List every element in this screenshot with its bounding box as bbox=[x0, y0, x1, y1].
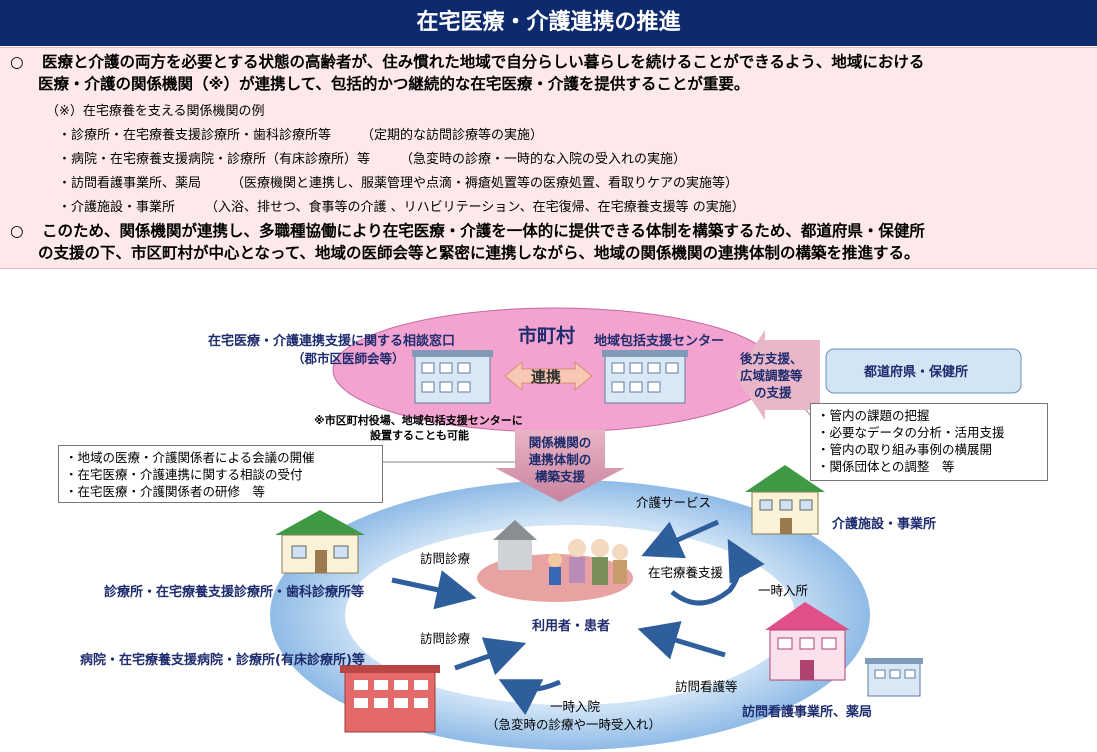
placement-note-2: 設置することも可能 bbox=[370, 429, 469, 442]
prefecture-task: ・管内の課題の把握 bbox=[817, 408, 930, 423]
hospital-label: 病院・在宅療養支援病院・診療所(有床診療所)等 bbox=[80, 653, 365, 668]
renkei-label: 連携 bbox=[531, 368, 562, 386]
support-arrow-text: 後方支援、 広域調整等 の支援 bbox=[740, 350, 803, 401]
example-item: ・訪問看護事業所、薬局 （医療機関と連携し、服薬管理や点滴・褥瘡処置等の医療処置、… bbox=[58, 173, 738, 195]
example-label: ・介護施設・事業所 bbox=[58, 200, 176, 215]
intro-panel: ○ 医療と介護の両方を必要とする状態の高齢者が、住み慣れた地域で自分らしい暮らしを… bbox=[0, 47, 1097, 269]
down-arrow-line: 構築支援 bbox=[534, 469, 585, 484]
renkei-arrow bbox=[504, 360, 593, 392]
care-facility-label: 介護施設・事業所 bbox=[832, 517, 937, 532]
example-note: （※）在宅療養を支える関係機関の例 bbox=[46, 104, 265, 119]
consult-window-sub: （郡市区医師会等） bbox=[292, 351, 405, 366]
municipal-task: ・在宅医療・介護関係者の研修 等 bbox=[65, 484, 266, 499]
prefecture-tasks-box: ・管内の課題の把握 ・必要なデータの分析・活用支援 ・管内の取り組み事例の横展開… bbox=[810, 403, 1048, 481]
temp-stay-arrow bbox=[670, 538, 765, 606]
hospital-building-icon bbox=[340, 665, 440, 733]
prefecture-box bbox=[825, 348, 1022, 394]
example-desc: （急変時の診療・一時的な入院の受入れの実施） bbox=[400, 152, 687, 167]
prefecture-task: ・関係団体との調整 等 bbox=[817, 459, 955, 474]
prefecture-task: ・管内の取り組み事例の横展開 bbox=[817, 442, 993, 457]
municipal-tasks-box: ・地域の医療・介護関係者による会議の開催 ・在宅医療・介護連携に関する相談の受付… bbox=[58, 445, 383, 503]
temp-stay-label: 一時入所 bbox=[758, 583, 809, 598]
care-ring-inner bbox=[345, 525, 795, 705]
intro-paragraph-2: ○ このため、関係機関が連携し、多職種協働により在宅医療・介護を一体的に提供できる… bbox=[10, 220, 1095, 264]
page-title: 在宅医療・介護連携の推進 bbox=[0, 0, 1097, 46]
municipality-label: 市町村 bbox=[518, 325, 576, 347]
intro-p2-line1: このため、関係機関が連携し、多職種協働により在宅医療・介護を一体的に提供できる体… bbox=[42, 222, 925, 240]
support-arrow-line: の支援 bbox=[754, 385, 792, 400]
care-service-label: 介護サービス bbox=[636, 495, 712, 510]
example-label: ・診療所・在宅療養支援診療所・歯科診療所等 bbox=[58, 128, 332, 143]
municipal-task: ・在宅医療・介護連携に関する相談の受付 bbox=[65, 467, 303, 482]
clinic-building-icon bbox=[275, 510, 365, 574]
down-arrow-line: 連携体制の bbox=[528, 452, 592, 467]
intro-p1-line1: 医療と介護の両方を必要とする状態の高齢者が、住み慣れた地域で自分らしい暮らしを続… bbox=[42, 53, 925, 71]
prefecture-task: ・必要なデータの分析・活用支援 bbox=[817, 425, 1005, 440]
visit-medical-arrow-2 bbox=[454, 637, 527, 676]
visit-medical-label-2: 訪問診療 bbox=[420, 631, 471, 646]
example-label: ・病院・在宅療養支援病院・診療所（有床診療所）等 bbox=[58, 152, 371, 167]
intro-paragraph-1: ○ 医療と介護の両方を必要とする状態の高齢者が、住み慣れた地域で自分らしい暮らしを… bbox=[10, 51, 1095, 95]
nursing-pharmacy-label: 訪問看護事業所、薬局 bbox=[742, 705, 873, 720]
support-arrow-line: 後方支援、 bbox=[740, 351, 803, 366]
visit-medical-label-1: 訪問診療 bbox=[420, 551, 471, 566]
consult-window-label: 在宅医療・介護連携支援に関する相談窓口 bbox=[208, 334, 456, 349]
example-item: ・病院・在宅療養支援病院・診療所（有床診療所）等 （急変時の診療・一時的な入院の受… bbox=[58, 149, 686, 171]
down-arrow bbox=[495, 430, 625, 502]
home-care-support-label: 在宅療養支援 bbox=[648, 565, 724, 580]
down-arrow-text: 関係機関の 連携体制の 構築支援 bbox=[524, 434, 596, 485]
intro-p1-line2: 医療・介護の関係機関（※）が連携して、包括的かつ継続的な在宅医療・介護を提供する… bbox=[38, 75, 750, 93]
temp-admission-sub-label: （急変時の診療や一時受入れ） bbox=[486, 717, 662, 732]
municipal-task: ・地域の医療・介護関係者による会議の開催 bbox=[65, 450, 315, 465]
nursing-building-icon bbox=[765, 602, 850, 681]
patient-family-icon bbox=[477, 520, 633, 602]
support-arrow-line: 広域調整等 bbox=[740, 368, 803, 383]
pharmacy-building-icon bbox=[865, 658, 923, 697]
bullet: ○ bbox=[10, 222, 24, 240]
visit-nursing-arrow bbox=[637, 621, 726, 660]
prefecture-label: 都道府県・保健所 bbox=[864, 365, 969, 380]
care-service-arrow bbox=[641, 519, 720, 559]
diagram-graphics bbox=[270, 307, 1022, 750]
cooperation-diagram: 在宅医療・介護連携支援に関する相談窓口 （郡市区医師会等） 市町村 地域包括支援… bbox=[0, 270, 1097, 752]
support-arrow bbox=[735, 330, 820, 420]
temp-admission-label: 一時入院 bbox=[550, 699, 601, 714]
chiiki-center-label: 地域包括支援センター bbox=[594, 334, 725, 349]
center-building-icon bbox=[602, 350, 688, 404]
visit-nursing-label: 訪問看護等 bbox=[675, 679, 738, 694]
consult-building-icon bbox=[412, 350, 493, 404]
example-desc: （定期的な訪問診療等の実施） bbox=[361, 128, 544, 143]
intro-p2-line2: の支援の下、市区町村が中心となって、地域の医師会等と緊密に連携しながら、地域の関… bbox=[38, 244, 920, 262]
bullet: ○ bbox=[10, 53, 24, 71]
down-arrow-line: 関係機関の bbox=[528, 435, 592, 450]
patient-label: 利用者・患者 bbox=[532, 619, 611, 634]
example-label: ・訪問看護事業所、薬局 bbox=[58, 176, 202, 191]
example-desc: （入浴、排せつ、食事等の介護 、リハビリテーション、在宅復帰、在宅療養支援等 の… bbox=[205, 200, 745, 215]
example-desc: （医療機関と連携し、服薬管理や点滴・褥瘡処置等の医療処置、看取りケアの実施等） bbox=[231, 176, 739, 191]
example-item: ・介護施設・事業所 （入浴、排せつ、食事等の介護 、リハビリテーション、在宅復帰、… bbox=[58, 197, 745, 219]
visit-medical-arrow bbox=[391, 570, 477, 610]
placement-note-1: ※市区町村役場、地域包括支援センターに bbox=[314, 414, 523, 427]
example-item: ・診療所・在宅療養支援診療所・歯科診療所等 （定期的な訪問診療等の実施） bbox=[58, 125, 543, 147]
clinic-label: 診療所・在宅療養支援診療所・歯科診療所等 bbox=[104, 585, 365, 600]
care-facility-building-icon bbox=[745, 465, 825, 535]
temp-admission-arrow bbox=[498, 679, 561, 716]
